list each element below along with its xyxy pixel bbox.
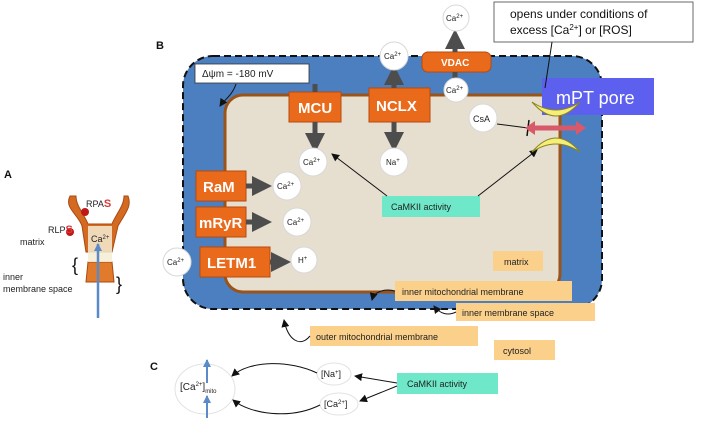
mcu-label: MCU	[298, 100, 332, 117]
camkii-to-ca-arrow-c	[359, 385, 398, 403]
ims-label-a-line1: inner	[3, 272, 23, 282]
ims-pointer	[433, 305, 457, 315]
ca-ellipse	[319, 392, 359, 416]
mptp-label-box	[542, 78, 654, 115]
matrix-label-a: matrix	[20, 237, 45, 247]
mptp-lower-crescent	[531, 137, 581, 153]
membrane-potential-box	[194, 63, 310, 84]
mcu-pore-cup	[85, 261, 115, 283]
mcu-channel-tube	[88, 226, 112, 262]
potential-pointer	[219, 83, 237, 107]
matrix-label-box	[493, 251, 543, 271]
na-to-ca-mito-arrow	[231, 363, 318, 377]
mptp-callout-pointer	[544, 41, 553, 89]
ca-to-ca-mito-arrow	[232, 399, 321, 415]
h-ion-letm1-label: H+	[298, 256, 308, 265]
ram-box	[195, 170, 247, 202]
camkii-box-b	[382, 196, 480, 217]
ca-ion-vdac-ims-label: Ca2+	[446, 86, 464, 95]
ca-ion-mryr	[282, 207, 312, 237]
ram-label: RaM	[203, 179, 235, 196]
csa-molecule	[468, 103, 498, 133]
mptp-callout-line1: opens under conditions of	[510, 7, 648, 21]
rlp-phospho-site	[66, 228, 74, 236]
mptp-upper-crescent	[531, 101, 581, 117]
cytosol-label-box	[494, 340, 555, 360]
vdac-label: VDAC	[441, 58, 469, 69]
ca-ion-nclx-out-label: Ca2+	[384, 52, 402, 61]
omm-label-box	[310, 326, 478, 346]
mptp-label: mPT pore	[556, 88, 635, 108]
ca-ion-letm1-label: Ca2+	[167, 258, 185, 267]
camkii-label-b: CaMKII activity	[391, 202, 452, 212]
na-ion-nclx	[379, 147, 409, 177]
ca-ion-ram	[272, 171, 302, 201]
rlp-label: RLPS	[48, 224, 73, 236]
letm1-label: LETM1	[207, 255, 256, 272]
imm-pointer	[369, 289, 396, 301]
ca-ion-vdac-ims	[443, 77, 469, 103]
camkii-label-c: CaMKII activity	[407, 379, 468, 389]
cytosol-label: cytosol	[503, 346, 531, 356]
omm-pointer	[281, 319, 311, 342]
camkii-to-ca-arrow	[331, 153, 388, 197]
membrane-potential-label: Δψm = -180 mV	[202, 69, 274, 80]
ims-label-box	[456, 303, 595, 321]
nclx-label: NCLX	[376, 98, 417, 115]
na-ion-nclx-label: Na+	[386, 158, 400, 167]
letm1-box	[199, 246, 271, 278]
na-ellipse	[316, 362, 352, 386]
imm-label: inner mitochondrial membrane	[402, 287, 524, 297]
panel-a-letter: A	[4, 169, 12, 181]
mptp-callout-box	[493, 1, 694, 43]
ims-label-a-line2: membrane space	[3, 284, 73, 294]
ca-label-a: Ca2+	[91, 234, 110, 244]
mcu-box	[288, 91, 342, 123]
panel-b-letter: B	[156, 40, 164, 52]
camkii-to-mptp-arrow	[477, 149, 538, 197]
ca-ion-mryr-label: Ca2+	[287, 218, 305, 227]
matrix-label: matrix	[504, 257, 529, 267]
membrane-bracket-left: {	[72, 255, 78, 275]
camkii-to-na-arrow	[354, 373, 398, 384]
panel-b: B Δψm = -180 mV MCU Ca2+ NCLX Ca2+ Na+ V…	[156, 1, 694, 360]
imm-label-box	[395, 281, 572, 301]
ca-mito-label: [Ca2+]mito	[180, 382, 217, 395]
mptp-callout-line2: excess [Ca2+] or [ROS]	[510, 23, 632, 37]
ca-label-c: [Ca2+]	[324, 399, 347, 409]
mptp-flux-head-right	[576, 121, 586, 135]
ca-ion-mcu	[298, 147, 328, 177]
panel-c-letter: C	[150, 361, 158, 373]
omm-label: outer mitochondrial membrane	[316, 332, 438, 342]
h-ion-letm1	[290, 246, 318, 274]
ca-ion-ram-label: Ca2+	[277, 182, 295, 191]
ca-ion-nclx-out	[379, 41, 409, 71]
csa-label: CsA	[473, 114, 490, 124]
panel-c: C [Ca2+]mito [Na+] [Ca2+] CaMKII activit…	[150, 359, 498, 418]
camkii-box-c	[397, 373, 498, 394]
ca-ion-letm1	[162, 247, 192, 277]
panel-a: A RPAS RLPS Ca2+ matrix { } inner membra…	[3, 169, 130, 318]
mryr-label: mRyR	[199, 215, 243, 232]
ca-ion-vdac-cytosol	[442, 4, 470, 32]
ca-ion-mcu-label: Ca2+	[303, 158, 321, 167]
membrane-bracket-right: }	[116, 274, 122, 294]
csa-inhibition-line	[496, 123, 529, 129]
ca-ion-vdac-cytosol-label: Ca2+	[446, 14, 464, 23]
rpa-label: RPAS	[86, 198, 111, 210]
ims-label: inner membrane space	[462, 308, 554, 318]
nclx-box	[368, 87, 431, 123]
na-label-c: [Na+]	[321, 369, 341, 379]
mptp-flux-head-left	[525, 121, 535, 135]
rpa-phospho-site	[81, 208, 89, 216]
